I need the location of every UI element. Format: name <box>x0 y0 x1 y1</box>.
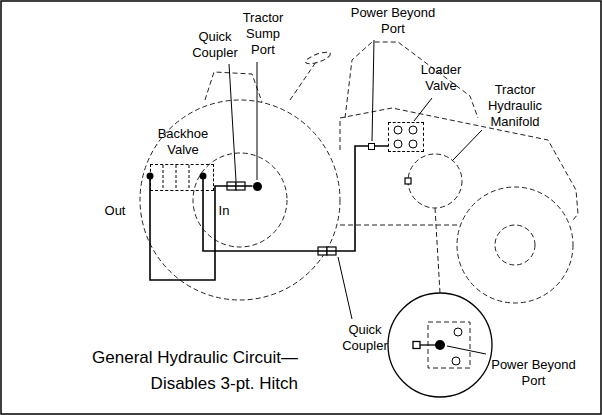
front-wheel <box>457 187 573 303</box>
port-dot <box>200 173 207 180</box>
valve-box: Backhoe Valve <box>150 164 214 191</box>
leader-line <box>372 40 374 141</box>
manifold-circle <box>408 154 462 208</box>
callout-label: Quick Coupler <box>185 29 245 61</box>
detail-line <box>435 208 440 293</box>
part-label: Power Beyond Port <box>343 5 443 37</box>
rear-wheel <box>140 100 340 300</box>
hydraulic-hose <box>203 146 368 251</box>
valve-box: Loader Valve <box>388 122 424 152</box>
steering-wheel <box>304 50 331 66</box>
valve-spool <box>394 126 402 134</box>
manifold-port <box>405 178 411 184</box>
port-label: Out <box>100 203 130 219</box>
port-square: Power Beyond Port <box>368 143 375 150</box>
port-stub <box>375 145 388 147</box>
leader-line <box>229 64 236 181</box>
hydraulic-hose <box>150 176 253 280</box>
valve-section <box>189 165 190 190</box>
detail-circle <box>388 293 492 397</box>
steering-column <box>290 62 316 100</box>
leader-line <box>257 62 258 180</box>
callout-label: Power Beyond Port <box>486 357 581 389</box>
leader-line <box>338 257 352 319</box>
frame-rail <box>340 225 457 226</box>
valve-spool <box>394 140 402 148</box>
port-label: In <box>214 203 234 219</box>
inset-port <box>413 342 420 349</box>
figure-caption: General Hydraulic Circuit— Disables 3-pt… <box>26 345 298 397</box>
valve-spool <box>409 140 417 148</box>
inset-hole <box>454 328 462 336</box>
leader-line <box>414 98 432 121</box>
part-label: Backhoe Valve <box>149 126 217 158</box>
inset-dot <box>435 340 445 350</box>
valve-section <box>163 165 164 190</box>
part-label: Tractor Sump Port <box>235 10 291 58</box>
rear-hub <box>193 153 287 247</box>
part-label: Loader Valve <box>411 62 471 94</box>
inset-hole <box>452 357 460 365</box>
valve-section <box>176 165 177 190</box>
loader-arm <box>345 42 478 118</box>
dash <box>340 118 341 150</box>
callout-label: Tractor Hydraulic Manifold <box>478 82 552 130</box>
port-dot: Tractor Sump Port <box>253 182 262 191</box>
front-hub <box>495 225 535 265</box>
valve-spool <box>409 126 417 134</box>
callout-label: Quick Coupler <box>335 322 395 354</box>
leader-line <box>447 346 486 354</box>
leader-line <box>453 130 482 160</box>
hood <box>340 108 578 220</box>
seat <box>205 72 262 102</box>
